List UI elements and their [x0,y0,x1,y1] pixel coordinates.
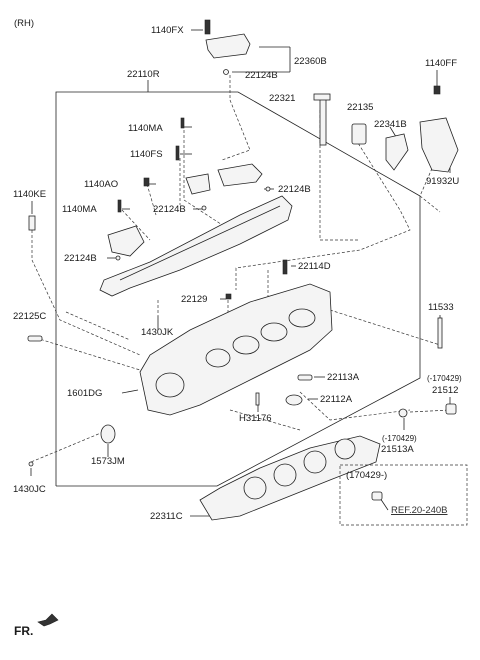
label-22311C: 22311C [150,511,183,522]
front-arrow-icon [37,613,59,627]
label-1140FS: 1140FS [130,149,163,160]
label-22125C: 22125C [13,311,47,322]
label-22124B-lower: 22124B [64,253,97,264]
variant-label: (RH) [14,18,35,29]
label-1140MA-b: 1140MA [62,204,97,215]
revision-box [339,464,468,526]
label-22129: 22129 [181,294,208,305]
label-1140AO: 1140AO [84,179,119,190]
label-170429-b: (-170429) [382,434,417,443]
camshaft-carrier [99,195,293,297]
label-1430JK: 1430JK [141,327,174,338]
label-22124B-top: 22124B [245,70,278,81]
label-22135: 22135 [347,102,374,113]
label-1430JC: 1430JC [13,484,46,495]
label-1573JM: 1573JM [91,456,125,467]
label-22113A: 22113A [327,372,360,383]
label-1140FF: 1140FF [425,58,458,69]
dashed-assembly-lines [30,75,451,463]
label-22110R: 22110R [127,69,160,80]
label-22112A: 22112A [320,394,353,405]
label-22114D: 22114D [298,261,331,272]
label-91932U: 91932U [426,176,460,187]
label-22321: 22321 [269,93,296,104]
front-direction-label: FR. [14,624,34,638]
label-21512: 21512 [432,385,459,396]
label-1140MA-a: 1140MA [128,123,163,134]
label-22124B-mid: 22124B [278,184,311,195]
label-22360B: 22360B [294,56,327,67]
cam-bearing-caps-mid [115,117,271,261]
cylinder-head [139,259,333,416]
label-21513A: 21513A [381,444,414,455]
label-170429-box: (170429-) [346,470,388,481]
label-1140KE: 1140KE [13,189,47,200]
small-parts [27,85,459,467]
label-1140FX: 1140FX [151,25,184,36]
label-170429-a: (-170429) [427,374,462,383]
ref-link-20-240B[interactable]: REF.20-240B [391,505,448,516]
label-1601DG: 1601DG [67,388,103,399]
label-11533: 11533 [428,302,454,313]
label-H31176: H31176 [239,413,272,424]
label-22124B-left: 22124B [153,204,186,215]
head-gasket [199,435,381,521]
cam-bearing-cap-top [204,19,251,75]
label-22341B: 22341B [374,119,407,130]
